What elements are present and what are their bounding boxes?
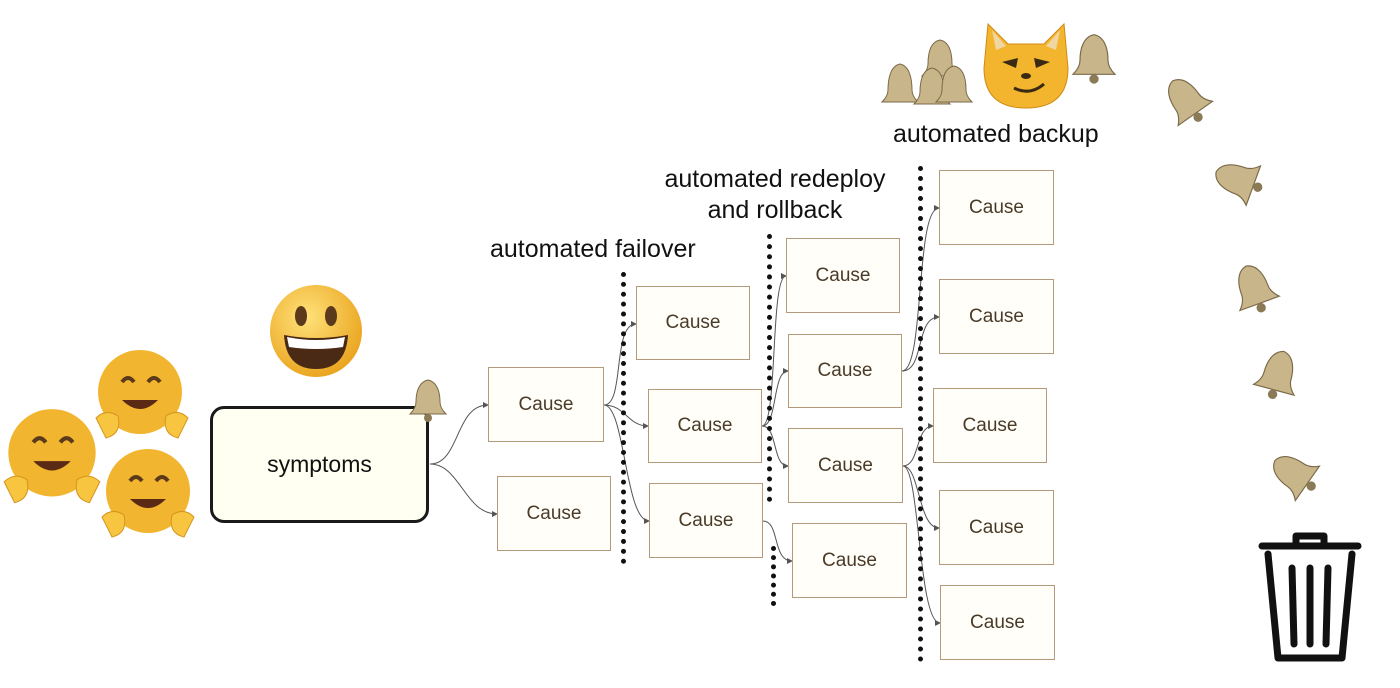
cause-box: Cause (939, 490, 1054, 565)
cause-box: Cause (939, 170, 1054, 245)
bell-icon (1251, 350, 1296, 399)
stage-label-redeploy-line2: and rollback (707, 196, 843, 224)
cause-box: Cause (939, 279, 1054, 354)
link-c1-c4 (603, 404, 649, 429)
cause-box: Cause (636, 286, 750, 360)
bell-icon (1168, 79, 1214, 127)
link-c8-c12 (902, 423, 934, 467)
stage-label-redeploy: automated redeploy and rollback (650, 164, 900, 226)
stage-divider-backup (918, 166, 928, 662)
bell-icon (1071, 34, 1117, 84)
link-c5-c9 (762, 520, 793, 564)
cause-box: Cause (786, 238, 900, 313)
link-symptoms-cause1 (429, 402, 489, 465)
hugging-face-icon (95, 350, 189, 439)
cause-box: Cause (933, 388, 1047, 463)
link-c1-c3 (603, 321, 637, 406)
link-symptoms-cause2 (429, 463, 498, 517)
link-c4-c7 (761, 368, 789, 427)
cause-box: Cause (649, 483, 763, 558)
stage-label-failover: automated failover (490, 235, 696, 263)
cause-box: Cause (788, 334, 902, 408)
hugging-face-icon (101, 449, 195, 538)
cause-box: Cause (940, 585, 1055, 660)
cause-box: Cause (792, 523, 907, 598)
link-c4-c6 (761, 273, 787, 427)
bell-icon (1273, 456, 1321, 502)
cause-box: Cause (497, 476, 611, 551)
trash-can-icon (1258, 532, 1362, 662)
link-c4-c8 (761, 425, 789, 469)
smirking-cat-icon (983, 22, 1069, 109)
cause-box: Cause (648, 389, 762, 463)
cause-box: Cause (788, 428, 903, 503)
stage-label-backup: automated backup (893, 120, 1099, 148)
bell-cluster-icon (880, 39, 974, 105)
stage-divider-redeploy-bottom (771, 546, 781, 606)
bell-icon (1238, 265, 1281, 313)
stage-label-redeploy-line1: automated redeploy (664, 165, 886, 193)
grinning-face-icon (270, 285, 362, 377)
cause-box: Cause (488, 367, 604, 442)
symptoms-node: symptoms (210, 406, 429, 523)
bell-icon (1215, 164, 1263, 207)
hugging-face-icon (3, 409, 101, 504)
stage-divider-failover (621, 272, 631, 564)
bell-icon (408, 379, 448, 422)
stage-divider-redeploy-top (767, 234, 777, 502)
